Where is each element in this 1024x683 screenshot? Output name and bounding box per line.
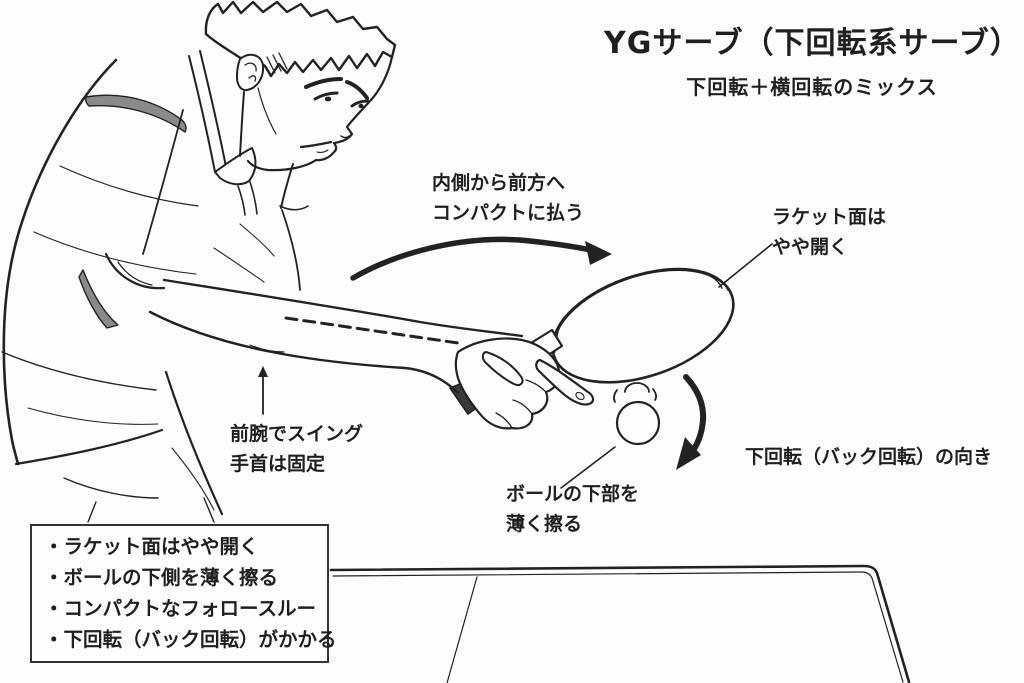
annotation-forearm: 前腕でスイング 手首は固定 [230,423,364,475]
annotation-spin-direction: 下回転（バック回転）の向き [745,446,993,468]
table-edge [329,564,911,683]
forearm-pointer-arrow [258,366,268,415]
player-head [204,0,397,172]
ball-label-leader-line [560,446,616,489]
nose [340,135,350,139]
annotation-swing-path: 内側から前方へ コンパクトに払う [432,172,585,224]
contact-mark [624,382,650,393]
thumb [481,351,524,387]
ear [236,53,265,92]
fingernail [575,391,585,401]
backspin-arrow [676,374,707,470]
key-point-item: ・コンパクトなフォロースルー [44,597,317,620]
eye-right [350,99,370,108]
player-illustration [1,50,309,523]
hair-shading [266,52,288,74]
hand-fist [454,337,561,430]
face-profile [246,55,394,172]
eyebrow-left [304,77,343,89]
annotation-ball-contact: ボールの下部を 薄く擦る [506,483,640,535]
annotation-racket-face: ラケット面は やや開く [772,206,887,258]
swing-arrow [350,236,612,281]
index-finger [535,358,595,406]
key-point-item: ・下回転（バック回転）がかかる [44,628,337,651]
key-points-box: ・ラケット面はやや開く ・ボールの下側を薄く擦る ・コンパクトなフォロースルー … [30,524,337,663]
key-point-item: ・ボールの下側を薄く擦る [44,566,279,589]
forearm-dashed-guide [284,316,460,345]
eyebrow-right [345,80,369,100]
title-block: YGサーブ（下回転系サーブ） 下回転＋横回転のミックス [604,26,1020,100]
shirt-sleeve-stripe [78,269,119,329]
player-arm [148,278,595,430]
shirt-shoulder-stripe [84,94,187,133]
racket-label-leader-line [718,243,773,288]
eye-left [313,91,339,101]
key-point-item: ・ラケット面はやや開く [44,535,259,558]
ball [613,382,661,446]
mouth [299,140,333,149]
page-subtitle: 下回転＋横回転のミックス [686,75,938,99]
hair [204,0,397,78]
page-title: YGサーブ（下回転系サーブ） [604,26,1021,61]
